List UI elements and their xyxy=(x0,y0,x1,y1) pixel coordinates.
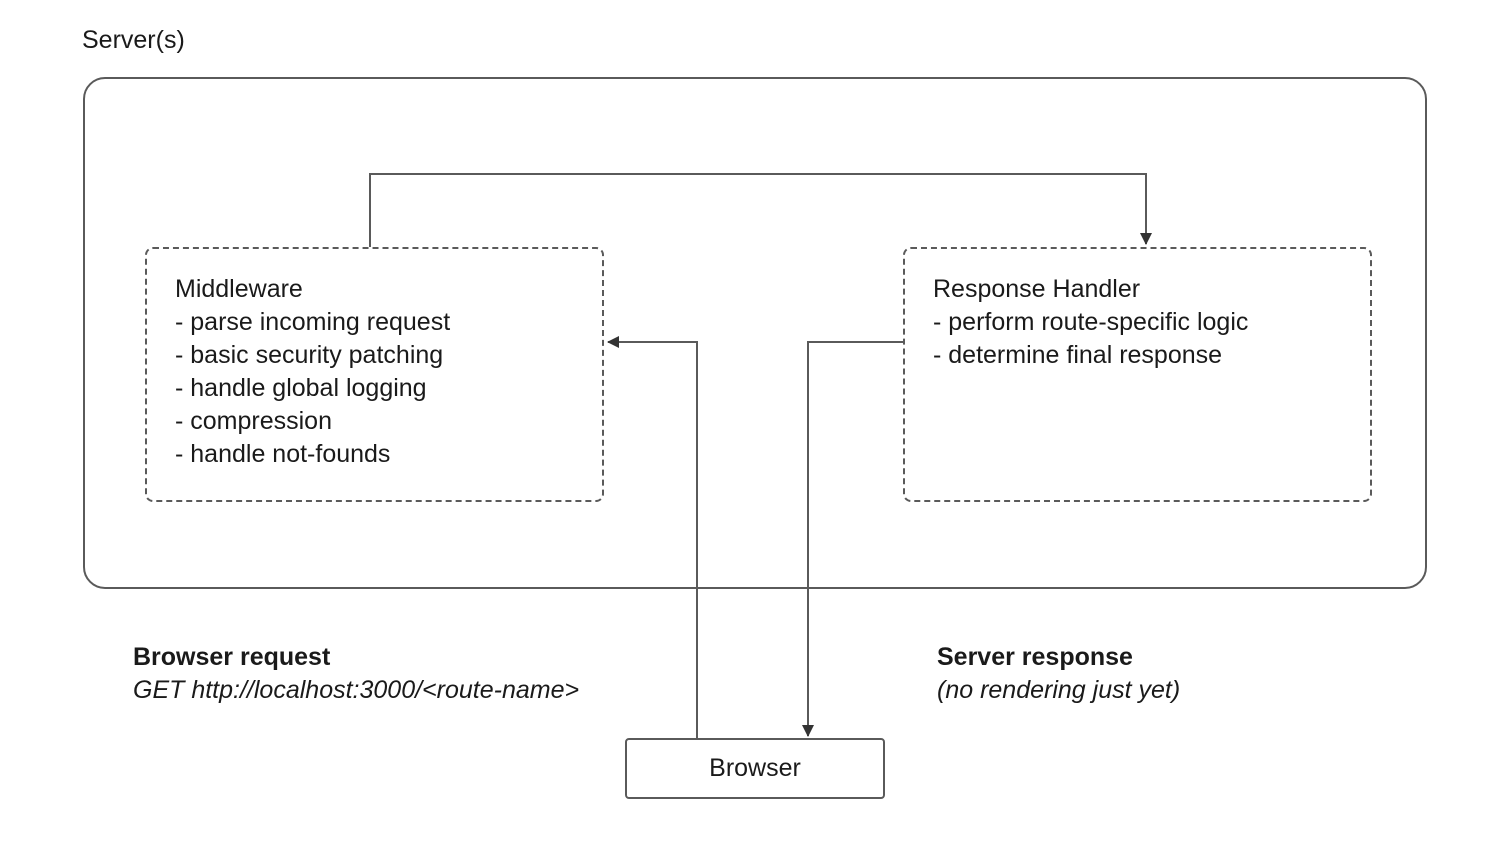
server-response-detail: (no rendering just yet) xyxy=(937,676,1181,704)
server-container xyxy=(83,77,1427,589)
middleware-item: - compression xyxy=(175,407,332,435)
browser-request-title: Browser request xyxy=(133,643,331,671)
middleware-box: Middleware - parse incoming request - ba… xyxy=(145,247,604,502)
middleware-title: Middleware xyxy=(175,275,303,303)
browser-request-detail: GET http://localhost:3000/<route-name> xyxy=(133,676,580,704)
response-handler-box: Response Handler - perform route-specifi… xyxy=(903,247,1372,502)
server-response-title: Server response xyxy=(937,643,1133,671)
response-arrow xyxy=(802,341,903,737)
server-label: Server(s) xyxy=(82,26,185,54)
middleware-item: - parse incoming request xyxy=(175,308,451,336)
response-handler-item: - determine final response xyxy=(933,341,1223,369)
middleware-content: Middleware - parse incoming request - ba… xyxy=(175,273,450,471)
browser-box: Browser xyxy=(625,738,885,799)
middleware-to-handler-arrow xyxy=(369,173,1152,247)
response-handler-title: Response Handler xyxy=(933,275,1141,303)
response-handler-item: - perform route-specific logic xyxy=(933,308,1249,336)
browser-label: Browser xyxy=(709,754,801,782)
middleware-item: - handle not-founds xyxy=(175,440,391,468)
middleware-item: - handle global logging xyxy=(175,374,427,402)
response-handler-content: Response Handler - perform route-specifi… xyxy=(933,273,1248,372)
middleware-item: - basic security patching xyxy=(175,341,444,369)
request-arrow xyxy=(607,336,698,738)
